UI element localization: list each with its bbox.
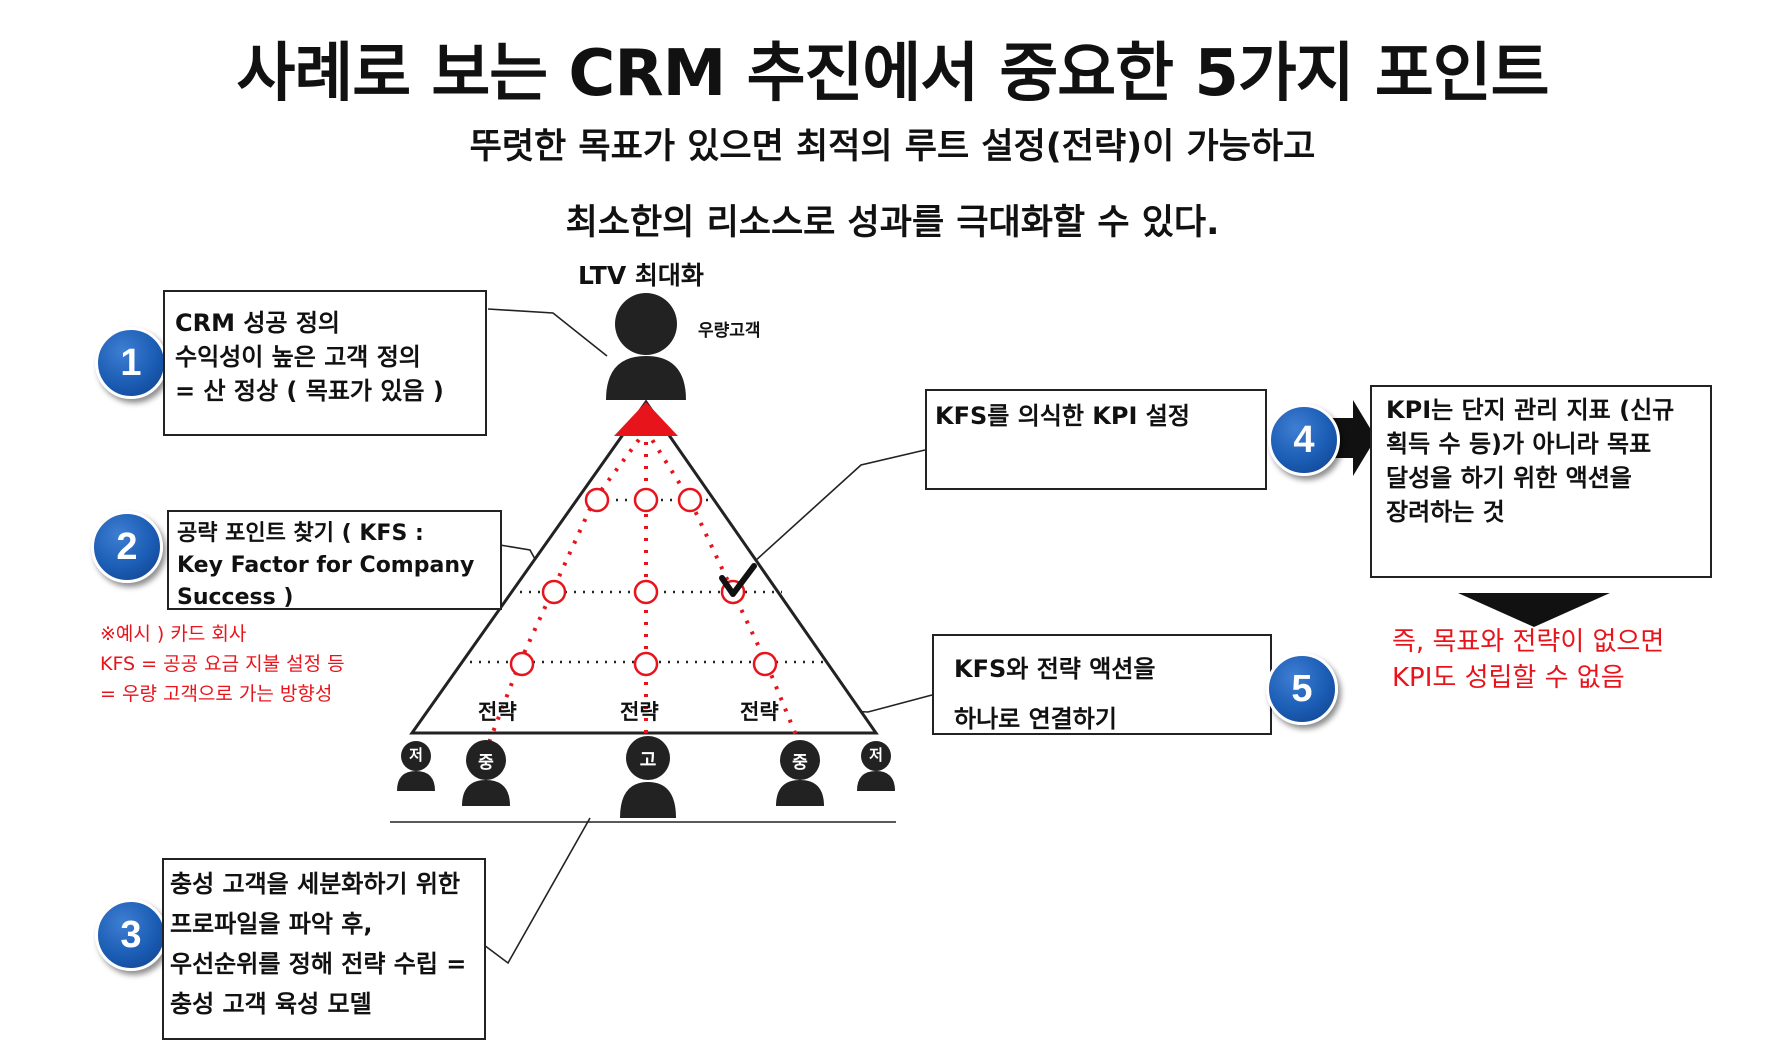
subtitle-line-1: 뚜렷한 목표가 있으면 최적의 루트 설정(전략)이 가능하고 (469, 127, 1316, 167)
waypoint-circle (633, 579, 659, 605)
point-3-text: 충성 고객을 세분화하기 위한 (170, 870, 461, 898)
waypoint-circle (509, 651, 535, 677)
point-2-badge: 2 (91, 511, 163, 583)
waypoint-circle (633, 651, 659, 677)
strategy-label: 전략 (620, 700, 659, 724)
person-icon-mid-left (462, 740, 510, 806)
point-2-text: Key Factor for Company (177, 553, 475, 578)
person-icon-low-left (397, 741, 435, 791)
example-note: ※예시 ) 카드 회사 KFS = 공공 요금 지불 설정 등 = 우량 고객으… (100, 619, 345, 709)
point-1-text: = 산 정상 ( 목표가 있음 ) (175, 377, 444, 405)
point-1-text: CRM 성공 정의 (175, 309, 341, 337)
loyal-customer-label: 우량고객 (698, 321, 761, 341)
connector-point-3 (483, 817, 591, 965)
point-1-box: CRM 성공 정의 수익성이 높은 고객 정의 = 산 정상 ( 목표가 있음 … (163, 290, 487, 436)
point-2-box: 공략 포인트 찾기 ( KFS : Key Factor for Company… (167, 510, 502, 610)
connector-point-1 (487, 308, 608, 357)
connector-point-4 (732, 449, 926, 582)
kpi-explanation-box: KPI는 단지 관리 지표 (신규 획득 수 등)가 아니라 목표 달성을 하기… (1370, 385, 1712, 578)
point-3-text: 프로파일을 파악 후, (170, 910, 373, 938)
point-2-text: Success ) (177, 585, 294, 610)
customer-persons (397, 736, 895, 818)
strategy-label: 전략 (740, 700, 779, 724)
example-note-line: KFS = 공공 요금 지불 설정 등 (100, 653, 345, 675)
waypoint-circle (677, 487, 703, 513)
point-4-badge: 4 (1268, 404, 1340, 476)
kpi-explanation-text: 획득 수 등)가 아니라 목표 (1386, 430, 1652, 458)
waypoint-circle (752, 651, 778, 677)
customer-grade-label: 중 (478, 753, 494, 773)
down-arrow-icon (1458, 593, 1610, 627)
point-3-text: 충성 고객 육성 모델 (170, 990, 372, 1018)
kpi-explanation-text: 달성을 하기 위한 액션을 (1386, 464, 1632, 492)
point-4-box: KFS를 의식한 KPI 설정 (925, 389, 1267, 490)
person-icon-low-right (857, 741, 895, 791)
person-icon-mid-right (776, 740, 824, 806)
waypoint-circle (633, 487, 659, 513)
kpi-explanation-text: KPI는 단지 관리 지표 (신규 (1386, 396, 1675, 424)
check-icon (719, 563, 757, 597)
point-3-badge: 3 (95, 899, 167, 971)
point-4-text: KFS를 의식한 KPI 설정 (935, 402, 1190, 430)
customer-grade-label: 저 (869, 746, 883, 764)
point-2-text: 공략 포인트 찾기 ( KFS : (177, 521, 424, 546)
conclusion-note: 즉, 목표와 전략이 없으면 KPI도 성립할 수 없음 (1392, 624, 1664, 696)
waypoint-circle (541, 579, 567, 605)
example-note-line: ※예시 ) 카드 회사 (100, 623, 247, 645)
point-5-text: KFS와 전략 액션을 (954, 655, 1156, 683)
point-5-text: 하나로 연결하기 (954, 705, 1117, 733)
strategy-label: 전략 (478, 700, 517, 724)
point-5-box: KFS와 전략 액션을 하나로 연결하기 (932, 634, 1272, 735)
point-1-badge: 1 (95, 327, 167, 399)
ltv-label: LTV 최대화 (578, 261, 704, 290)
point-5-badge: 5 (1266, 653, 1338, 725)
right-arrow-icon (1332, 400, 1376, 476)
loyal-customer-person-icon (606, 293, 686, 400)
kpi-explanation-text: 장려하는 것 (1386, 498, 1505, 526)
conclusion-line: KPI도 성립할 수 없음 (1392, 663, 1625, 693)
conclusion-line: 즉, 목표와 전략이 없으면 (1392, 627, 1665, 657)
summit-arrow (614, 402, 678, 436)
page-title: 사례로 보는 CRM 추진에서 중요한 5가지 포인트 (236, 37, 1549, 111)
example-note-line: = 우량 고객으로 가는 방향성 (100, 683, 333, 705)
customer-grade-label: 중 (792, 753, 808, 773)
subtitle-line-2: 최소한의 리소스로 성과를 극대화할 수 있다. (565, 203, 1220, 243)
point-1-text: 수익성이 높은 고객 정의 (175, 343, 421, 371)
point-3-text: 우선순위를 정해 전략 수립 = (170, 950, 467, 978)
customer-grade-label: 저 (409, 746, 423, 764)
customer-grade-label: 고 (639, 750, 657, 771)
point-3-box: 충성 고객을 세분화하기 위한 프로파일을 파악 후, 우선순위를 정해 전략 … (162, 858, 486, 1040)
person-icon-high (620, 736, 676, 818)
waypoint-circle (584, 487, 610, 513)
